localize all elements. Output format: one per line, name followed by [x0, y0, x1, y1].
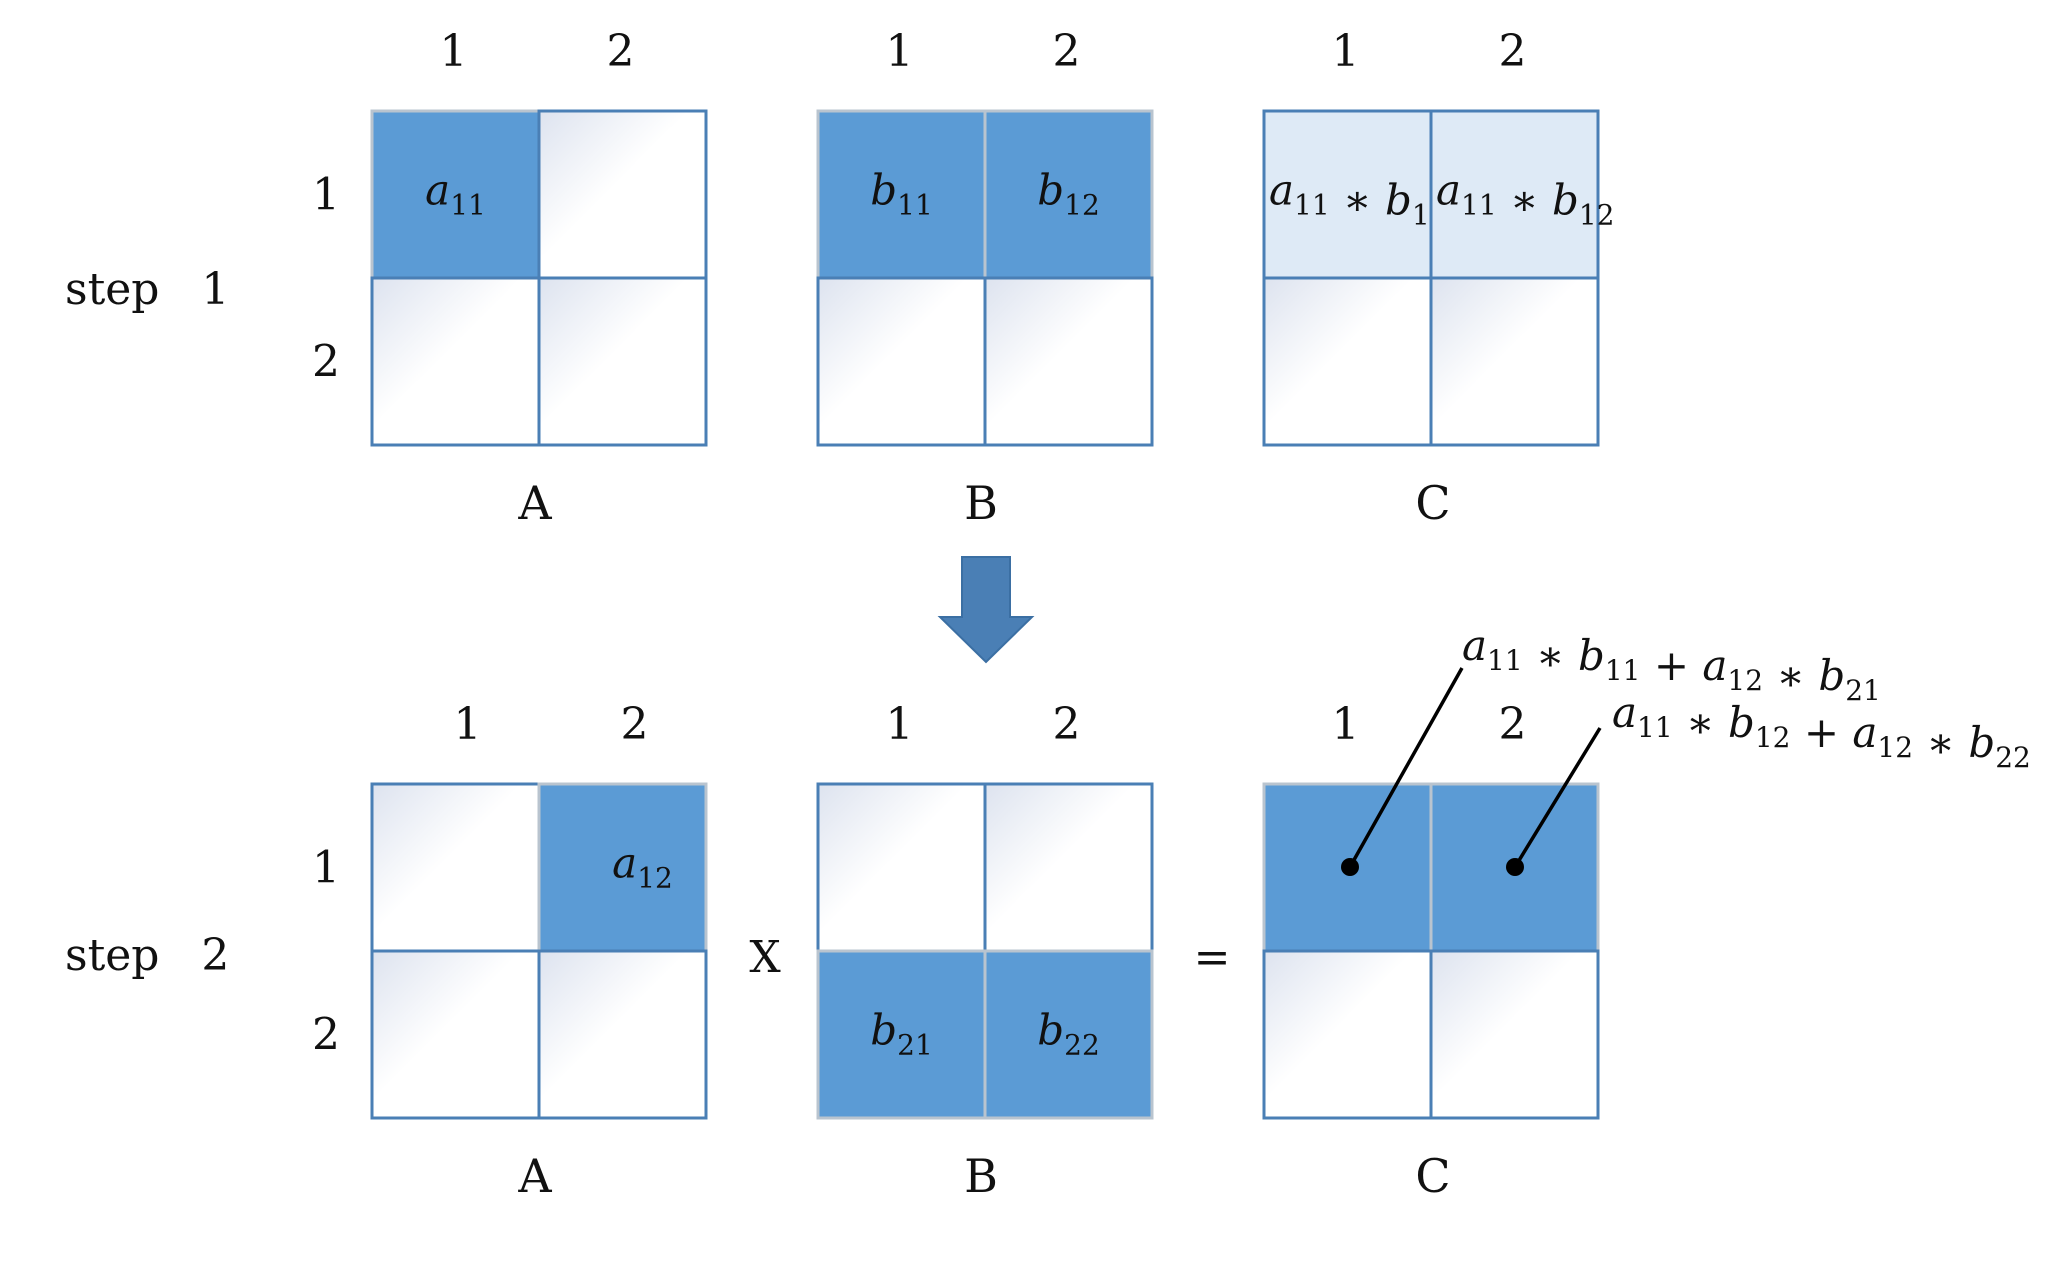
cell-1-2: [537, 109, 708, 280]
col-label: 1: [886, 699, 914, 750]
callout-2-dot: [1506, 858, 1524, 876]
cell-1-2: [983, 782, 1154, 953]
cell-value: b22: [1037, 1006, 1100, 1062]
col-label: 1: [440, 26, 468, 77]
col-label: 1: [454, 699, 482, 750]
col-label: 2: [1499, 26, 1527, 77]
matrix-name: C: [1415, 476, 1450, 530]
multiply-operator: X: [749, 932, 781, 983]
cell-2-1: [370, 276, 541, 447]
callout-1-leader: [1348, 667, 1464, 868]
cell-value: a11: [425, 166, 486, 222]
equals-operator: =: [1194, 932, 1231, 983]
cell-value: b21: [870, 1006, 933, 1062]
cell-2-2: [1429, 949, 1600, 1120]
cell-1-1: [816, 782, 987, 953]
cell-2-1: [1262, 276, 1433, 447]
cell-2-2: [983, 949, 1154, 1120]
matrix-c-step-2: 1 2C: [1262, 699, 1600, 1203]
cell-1-1: [370, 109, 541, 280]
matrix-name: B: [964, 1149, 998, 1203]
row-label: 1: [312, 843, 340, 894]
cell-1-1: [370, 782, 541, 953]
cell-2-2: [537, 949, 708, 1120]
col-label: 2: [1053, 699, 1081, 750]
cell-1-1: [1262, 109, 1433, 280]
cell-product: a11 ∗ b12: [1436, 166, 1614, 232]
col-label: 2: [1499, 699, 1527, 750]
cell-2-2: [983, 276, 1154, 447]
callout-2-leader: [1513, 727, 1602, 868]
cell-1-2: [537, 782, 708, 953]
cell-2-1: [1262, 949, 1433, 1120]
cell-value: a12: [612, 839, 673, 895]
callout-2-expression: a11 ∗ b12 + a12 ∗ b22: [1612, 688, 2031, 774]
col-label: 2: [1053, 26, 1081, 77]
col-label: 1: [886, 26, 914, 77]
cell-2-2: [537, 276, 708, 447]
cell-2-2: [1429, 276, 1600, 447]
col-label: 1: [1332, 699, 1360, 750]
cell-value: b11: [870, 166, 933, 222]
cell-1-2: [1429, 109, 1600, 280]
matrix-name: A: [517, 476, 552, 530]
col-label: 2: [621, 699, 649, 750]
down-arrow-icon: [937, 556, 1035, 664]
cell-2-1: [816, 276, 987, 447]
cell-value: b12: [1037, 166, 1100, 222]
callout-1-expression: a11 ∗ b11 + a12 ∗ b21: [1462, 621, 1881, 707]
row-label: 1: [312, 170, 340, 221]
row-label: 2: [312, 1010, 340, 1061]
matrix-name: C: [1415, 1149, 1450, 1203]
col-label: 2: [607, 26, 635, 77]
cell-2-1: [370, 949, 541, 1120]
row-label: 2: [312, 337, 340, 388]
step-1-label: step 1: [65, 264, 229, 315]
callout-1-dot: [1341, 858, 1359, 876]
step-2-label: step 2: [65, 930, 229, 981]
matrix-name: B: [964, 476, 998, 530]
col-label: 1: [1332, 26, 1360, 77]
matrix-name: A: [517, 1149, 552, 1203]
cell-1-2: [983, 109, 1154, 280]
